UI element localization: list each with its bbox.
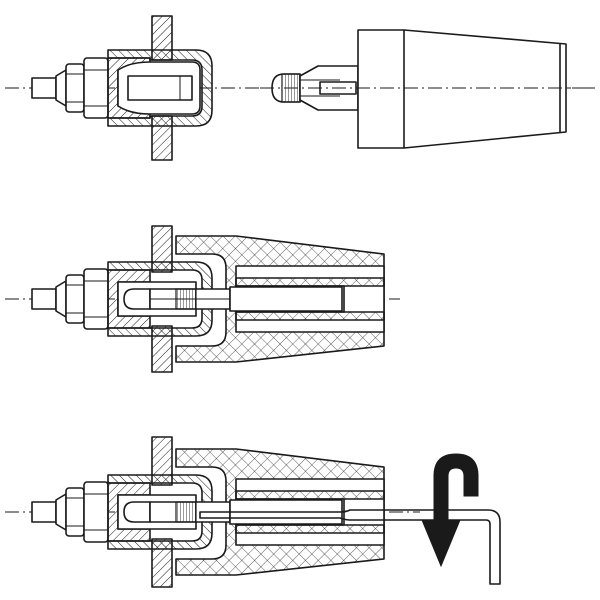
down-arrow-icon	[421, 453, 479, 568]
slotted-pin-2	[123, 286, 343, 312]
cable-stub-2	[31, 288, 57, 310]
flange-plate-2	[151, 225, 173, 373]
cover-rib-bottom-2	[235, 311, 385, 321]
flange-plate-3	[151, 436, 173, 588]
flange-plate-1	[151, 15, 173, 161]
hex-nut-2	[65, 268, 109, 330]
stage-assembled	[5, 225, 400, 373]
hex-nut-3	[65, 481, 109, 543]
cable-stub-3	[31, 501, 57, 523]
hex-nut-1	[65, 57, 109, 119]
sleeve-housing-1	[107, 49, 213, 127]
insulating-cover-1	[357, 29, 567, 149]
cable-stub-1	[31, 77, 57, 99]
release-tool	[199, 509, 501, 585]
cover-rib-top-2	[235, 277, 385, 287]
stage-separated	[5, 15, 595, 161]
neck-1	[55, 69, 67, 107]
stage-tool-released	[5, 436, 501, 588]
